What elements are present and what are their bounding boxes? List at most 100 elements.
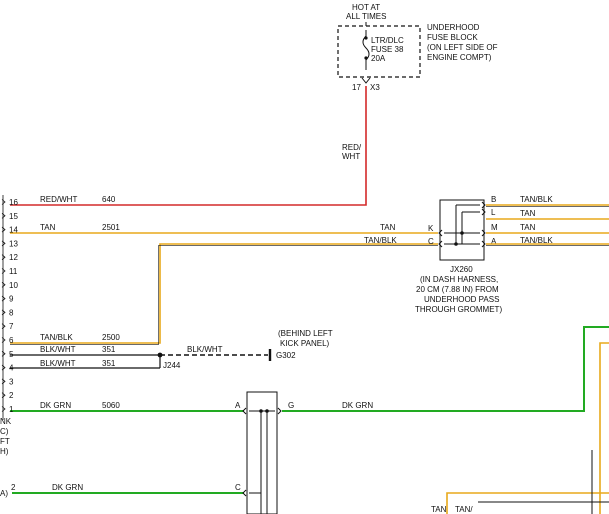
fuse-output-connector: X3: [370, 83, 380, 92]
fuse-rating: 20A: [371, 54, 386, 63]
wire-label-color-1: TAN: [40, 223, 56, 232]
dlc-pin-chevron-icon: [1, 392, 6, 399]
dlc-pin-8: 8: [9, 308, 14, 317]
mid-label-tan-blk: TAN/BLK: [364, 236, 397, 245]
fuse-block-desc-line2: FUSE BLOCK: [427, 33, 478, 42]
wire-labels-left: RED/WHT 640 TAN 2501 TAN/BLK 2500 BLK/WH…: [40, 195, 120, 410]
jx260-splice-dot-2: [454, 242, 458, 246]
splice-j244-label: J244: [163, 361, 181, 370]
jx260-pin-b-chevron-icon: [481, 201, 486, 209]
wire-label-circuit-3: 351: [102, 345, 116, 354]
fuse-symbol-icon: [362, 30, 370, 70]
wire-label-color-4: BLK/WHT: [40, 359, 76, 368]
wire-label-circuit-2: 2500: [102, 333, 120, 342]
dlc-pin-chevron-icon: [1, 254, 6, 261]
fuse-block-desc-line3: (ON LEFT SIDE OF: [427, 43, 498, 52]
dlc-pin-chevron-icon: [1, 406, 6, 412]
dlc-pin-chevron-icon: [1, 378, 6, 385]
dlc-pin-10: 10: [9, 281, 18, 290]
jx260-desc-line1: (IN DASH HARNESS,: [420, 275, 498, 284]
jx260-pin-c-chevron-icon: [438, 240, 443, 248]
bottom-fragment-1: TAN/: [455, 505, 473, 514]
dlc-pin-13: 13: [9, 239, 18, 248]
dlc-pin-chevron-icon: [1, 226, 6, 233]
fuse-number: FUSE 38: [371, 45, 404, 54]
dlc-pin-chevron-icon: [1, 281, 6, 288]
wire-label-color-5: DK GRN: [40, 401, 71, 410]
dlc-pin-7: 7: [9, 322, 14, 331]
ground-g302: G302 (BEHIND LEFT KICK PANEL): [268, 329, 333, 361]
dlc-pin-chevron-icon: [1, 240, 6, 247]
dk-grn-right-label: DK GRN: [342, 401, 373, 410]
fuse-block-desc-line4: ENGINE COMPT): [427, 53, 492, 62]
bottom-fragment-0: TAN: [431, 505, 447, 514]
dlc-pin-chevron-icon: [1, 199, 6, 205]
underhood-fuse-block: HOT AT ALL TIMES LTR/DLC FUSE 38 20A UND…: [337, 3, 498, 92]
dlc-pin-15: 15: [9, 212, 18, 221]
jx260-box: [439, 199, 485, 261]
hot-at-all-times-line2: ALL TIMES: [346, 12, 386, 21]
jx260-out-label-a: TAN/BLK: [520, 236, 553, 245]
jx260-out-label-b: TAN/BLK: [520, 195, 553, 204]
riser-label-line2: WHT: [342, 152, 360, 161]
jx260-pin-m: M: [491, 223, 498, 232]
jx260-connector: K C B L M A TAN/BLK TAN TAN TAN/BLK JX26…: [415, 195, 609, 314]
lower-connector-pin-a: A: [235, 401, 241, 410]
lower-connector: A G C: [235, 391, 294, 514]
jx260-pin-k-chevron-icon: [438, 229, 443, 237]
ground-wire-label: BLK/WHT: [187, 345, 223, 354]
wire-tan-blk-2500-tracer: [10, 245, 438, 345]
dlc-pin-chevron-icon: [1, 268, 6, 274]
dlc-pin-chevron-icon: [1, 295, 6, 302]
hot-at-all-times-line1: HOT AT: [352, 3, 380, 12]
left-fragment-3: H): [0, 447, 9, 456]
dlc-pin-5: 5: [9, 350, 14, 359]
dlc-pin-3: 3: [9, 377, 14, 386]
left-fragment-0: NK: [0, 417, 12, 426]
jx260-out-label-m: TAN: [520, 223, 536, 232]
wire-tan-blk-2500: [10, 243, 438, 344]
lower-connector-pin-g: G: [288, 401, 294, 410]
fuse-terminal-top: [364, 36, 368, 40]
jx260-pin-a-chevron-icon: [481, 240, 486, 248]
dlc-pin-chevron-icon: [1, 309, 6, 316]
jx260-name: JX260: [450, 265, 473, 274]
left-fragment-1: C): [0, 427, 9, 436]
jx260-desc-line2: 20 CM (7.88 IN) FROM: [416, 285, 499, 294]
lower-connector-dot-2: [265, 409, 269, 413]
jx260-desc-line4: THROUGH GROMMET): [415, 305, 502, 314]
jx260-pin-c: C: [428, 237, 434, 246]
lower-connector-pin-a-chevron-icon: [242, 407, 247, 415]
dlc-pin-14: 14: [9, 226, 18, 235]
dlc-pin-chevron-icon: [1, 337, 6, 343]
ground-desc-line1: (BEHIND LEFT: [278, 329, 333, 338]
wires: RED/ WHT J244 BLK/WHT DK GRN 2 DK GRN: [10, 86, 609, 514]
riser-label-line1: RED/: [342, 143, 362, 152]
wire-label-color-2: TAN/BLK: [40, 333, 73, 342]
jx260-desc-line3: UNDERHOOD PASS: [424, 295, 499, 304]
wire-tan-right-vertical: [599, 342, 609, 514]
jx260-pin-l: L: [491, 208, 496, 217]
wire-label-circuit-4: 351: [102, 359, 116, 368]
dlc-pin-16: 16: [9, 198, 18, 207]
wire-label-circuit-1: 2501: [102, 223, 120, 232]
wire-label-circuit-0: 640: [102, 195, 116, 204]
dlc-pin-9: 9: [9, 295, 14, 304]
lower-connector-pin-c-chevron-icon: [242, 489, 247, 497]
dlc-pin-chevron-icon: [1, 212, 6, 219]
connector-chevron-icon: [361, 77, 371, 84]
ground-name: G302: [276, 351, 296, 360]
ground-desc-line2: KICK PANEL): [280, 339, 330, 348]
jx260-out-label-l: TAN: [520, 209, 536, 218]
jx260-pin-l-chevron-icon: [481, 208, 486, 216]
dlc-pin-2: 2: [9, 391, 14, 400]
wire-label-circuit-5: 5060: [102, 401, 120, 410]
lower-connector-pin-g-chevron-icon: [277, 407, 282, 415]
left-edge-fragments: NK C) FT H) A) TAN TAN/: [0, 417, 473, 514]
dlc-pin-chevron-icon: [1, 323, 6, 330]
dlc-pin-12: 12: [9, 253, 18, 262]
fuse-block-desc-line1: UNDERHOOD: [427, 23, 480, 32]
dlc-pin-11: 11: [9, 267, 18, 276]
dlc-pin-1: 1: [9, 405, 14, 414]
